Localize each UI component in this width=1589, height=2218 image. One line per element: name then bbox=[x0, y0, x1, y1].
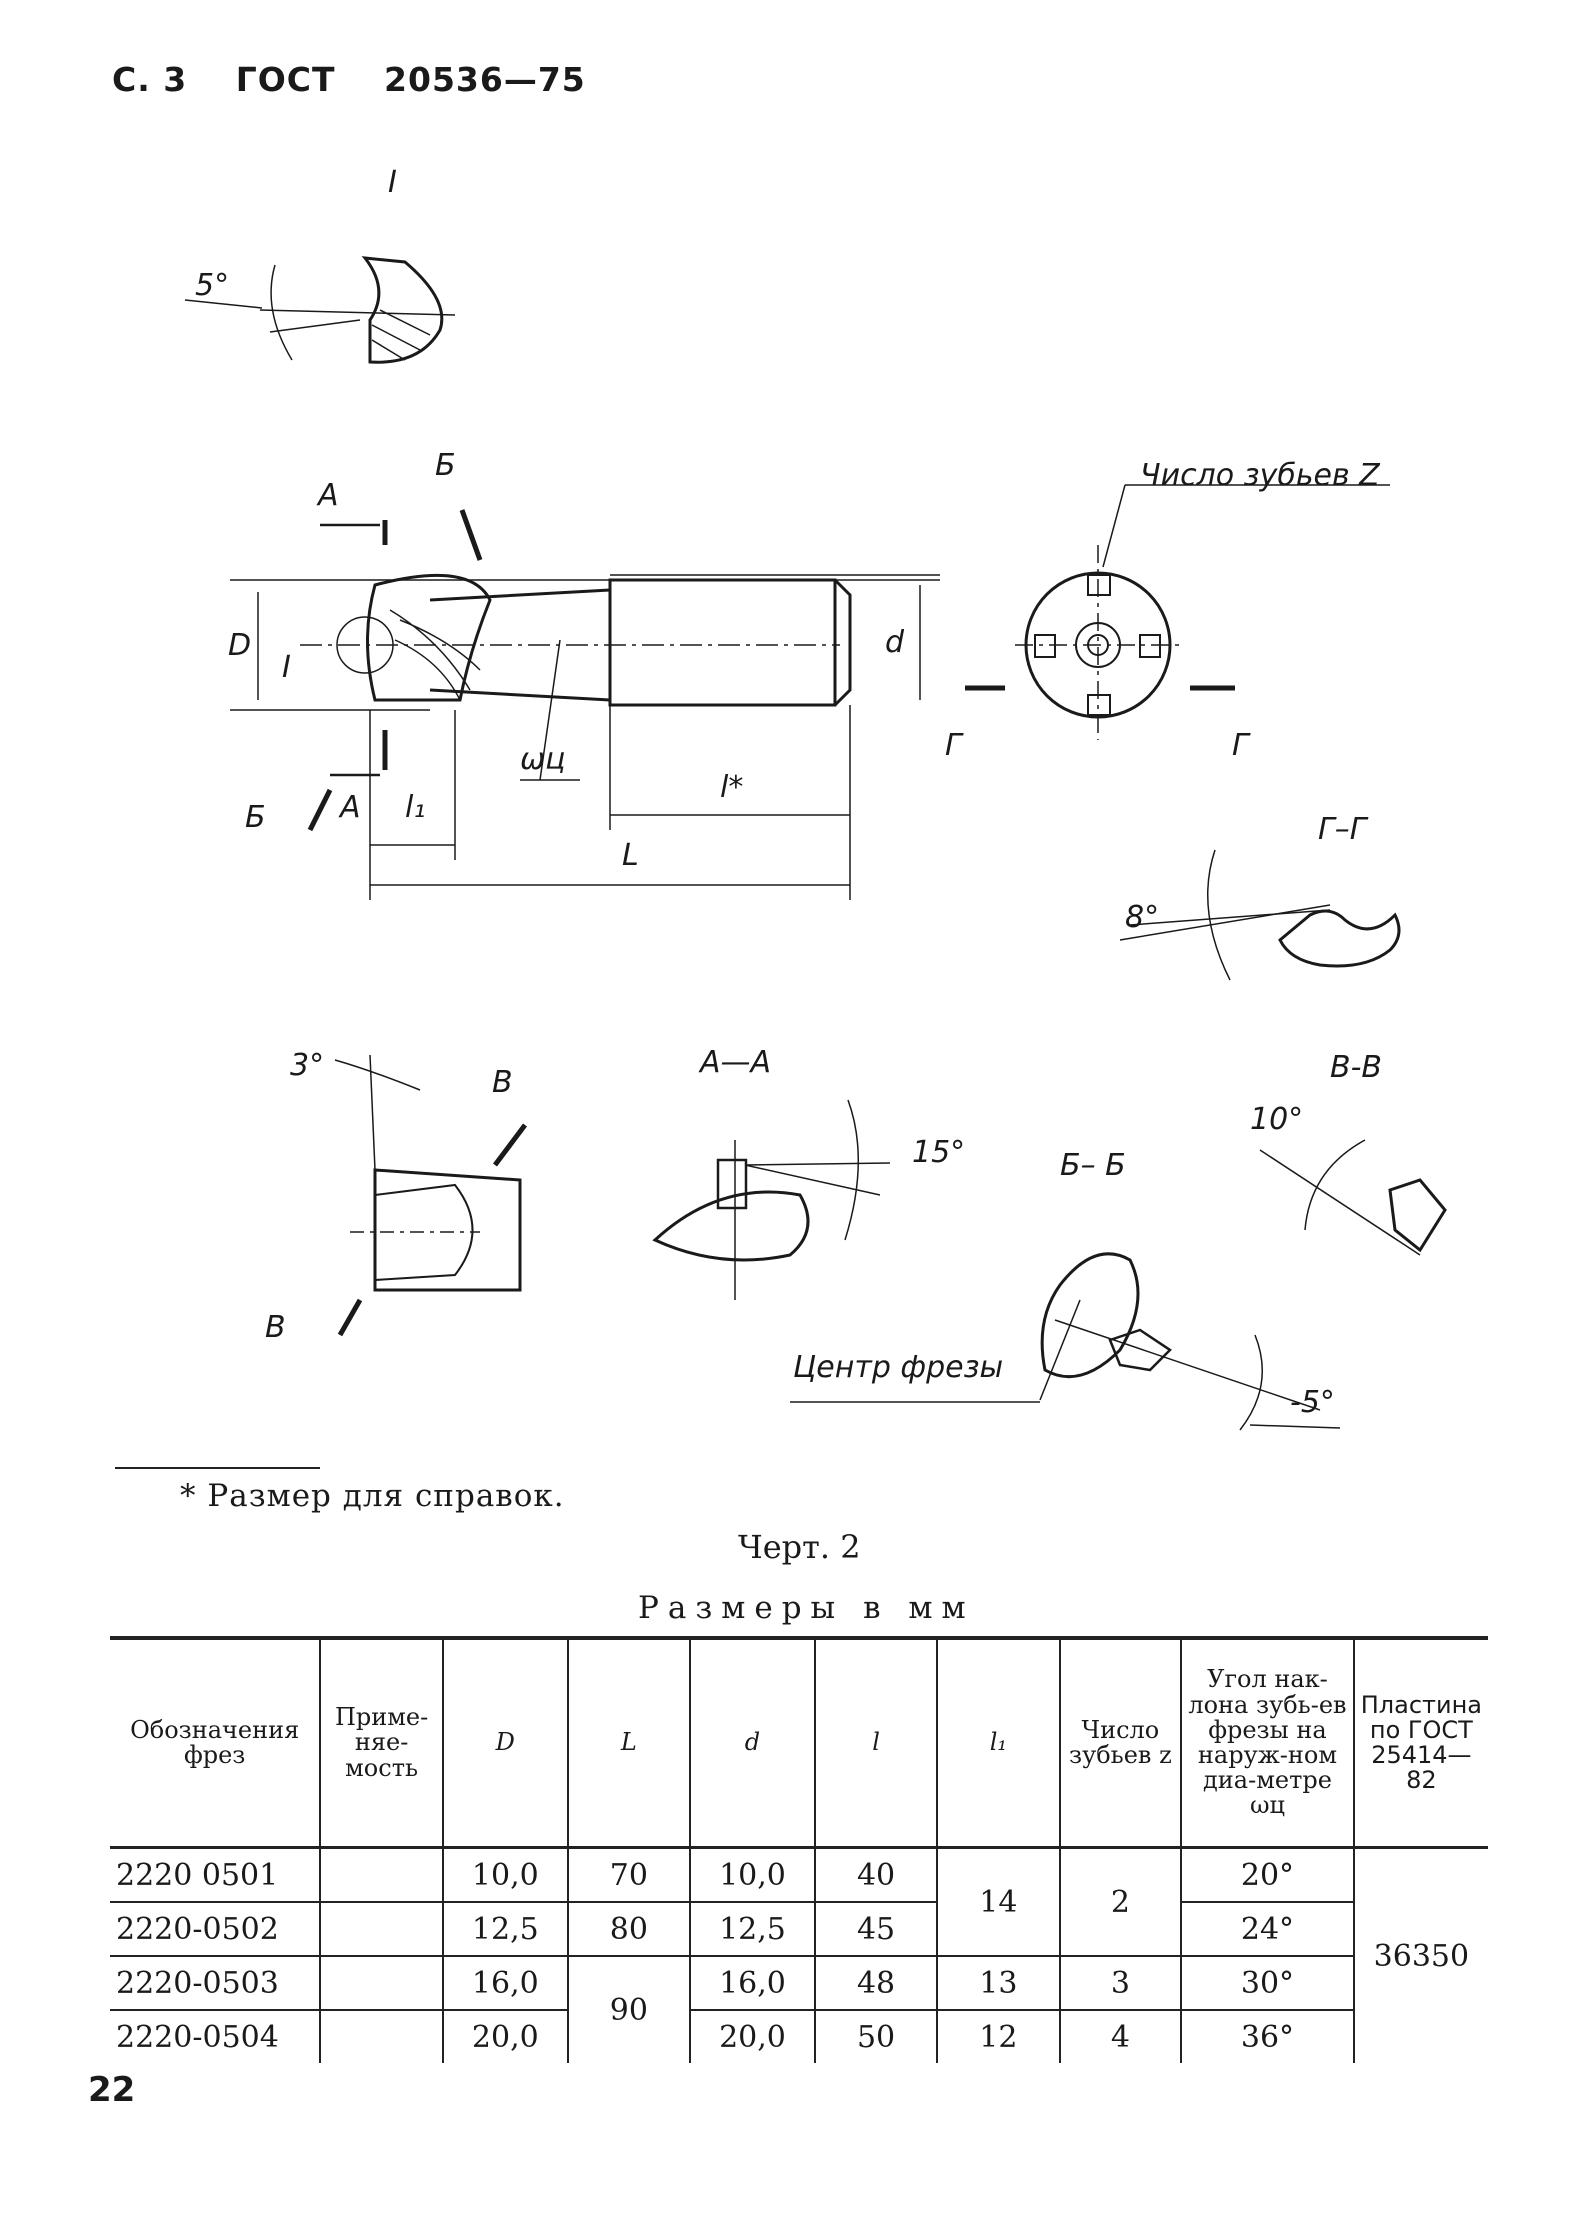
angle-3-label: 3° bbox=[290, 1048, 325, 1083]
angle-5-label: 5° bbox=[195, 268, 230, 303]
cell-plate: 36350 bbox=[1352, 1847, 1488, 2063]
header-plate: Пластина по ГОСТ 25414—82 bbox=[1352, 1638, 1488, 1848]
section-G-marker-left: Г bbox=[945, 728, 962, 763]
header-l: l bbox=[813, 1638, 938, 1848]
header-D: D bbox=[441, 1638, 568, 1848]
angle-15-label: 15° bbox=[912, 1135, 966, 1170]
section-V-marker-top: В bbox=[492, 1065, 513, 1100]
cell-l: 45 bbox=[813, 1902, 938, 1957]
section-A-marker-bottom: А bbox=[340, 790, 361, 825]
header-applicability: Приме-няе-мость bbox=[319, 1638, 443, 1848]
cell-teeth: 2 bbox=[1058, 1847, 1182, 1957]
cell-L: 90 bbox=[566, 1956, 691, 2063]
cell-applicability bbox=[319, 1956, 443, 2011]
units-caption: Размеры в мм bbox=[638, 1590, 975, 1626]
cell-D: 20,0 bbox=[441, 2010, 568, 2063]
section-AA-view bbox=[652, 1099, 891, 1300]
footnote: * Размер для справок. bbox=[180, 1478, 565, 1514]
table-row: 2220-0502 12,5 80 12,5 45 24° bbox=[110, 1902, 1488, 1957]
angle-minus5-label: -5° bbox=[1290, 1385, 1335, 1420]
view-GG-title: Г–Г bbox=[1318, 812, 1367, 847]
table-row: 2220-0503 16,0 90 16,0 48 13 3 30° bbox=[110, 1956, 1488, 2063]
cell-teeth: 3 bbox=[1058, 1956, 1182, 2011]
cutter-end-view bbox=[965, 484, 1390, 740]
table-header-row: Обозначения фрез Приме-няе-мость D L d l… bbox=[110, 1638, 1488, 1848]
cell-designation: 2220 0501 bbox=[110, 1847, 321, 1903]
header-designation: Обозначения фрез bbox=[130, 1715, 300, 1769]
dimension-L-label: L bbox=[622, 838, 639, 873]
section-V-marker-bottom: В bbox=[265, 1310, 286, 1345]
cell-angle: 20° bbox=[1180, 1847, 1354, 1903]
page-ref: С. 3 bbox=[112, 60, 188, 99]
view-BB-title: Б– Б bbox=[1060, 1148, 1126, 1183]
dimension-l1-label: l₁ bbox=[405, 790, 426, 825]
view-AA-title: А—А bbox=[700, 1045, 772, 1080]
standard-number: 20536—75 bbox=[384, 60, 586, 99]
section-GG-view bbox=[1119, 849, 1401, 981]
cell-l1: 12 bbox=[936, 2010, 1060, 2063]
cell-designation: 2220-0504 bbox=[116, 2019, 279, 2055]
cell-l: 50 bbox=[813, 2010, 938, 2063]
technical-drawing bbox=[184, 256, 1447, 1431]
cell-l1: 13 bbox=[936, 1956, 1060, 2011]
detail-I-small-label: I bbox=[282, 650, 291, 685]
angle-8-label: 8° bbox=[1125, 900, 1160, 935]
cutter-side-view bbox=[230, 509, 940, 900]
cell-d: 12,5 bbox=[689, 1902, 815, 1957]
section-G-marker-right: Г bbox=[1232, 728, 1249, 763]
section-B-marker-top: Б bbox=[435, 448, 456, 483]
cell-angle: 36° bbox=[1180, 2010, 1354, 2063]
page-number: 22 bbox=[88, 2070, 136, 2110]
cell-applicability bbox=[319, 1902, 443, 1957]
cell-d: 16,0 bbox=[689, 1956, 815, 2011]
cell-l: 48 bbox=[813, 1956, 938, 2011]
cell-d: 20,0 bbox=[689, 2010, 815, 2063]
dimensions-table: Обозначения фрез Приме-няе-мость D L d l… bbox=[110, 1636, 1488, 2063]
header-L: L bbox=[566, 1638, 691, 1848]
section-BB-view bbox=[790, 1252, 1341, 1431]
header-l1: l₁ bbox=[936, 1638, 1060, 1848]
detail-I-view bbox=[184, 256, 456, 364]
cell-d: 10,0 bbox=[689, 1847, 815, 1903]
page-header: С. 3 ГОСТ 20536—75 bbox=[112, 60, 622, 99]
cell-designation: 2220-0502 bbox=[110, 1902, 321, 1957]
omega-label: ωц bbox=[520, 742, 566, 777]
cell-l1: 14 bbox=[936, 1847, 1060, 1957]
header-teeth: Число зубьев z bbox=[1058, 1638, 1182, 1848]
cell-D: 12,5 bbox=[441, 1902, 568, 1957]
cell-D: 16,0 bbox=[441, 1956, 568, 2011]
cell-applicability bbox=[319, 2010, 443, 2063]
cell-l: 40 bbox=[813, 1847, 938, 1903]
table-row: 2220-0504 20,0 20,0 50 12 4 36° bbox=[110, 2010, 1488, 2063]
table-row: 2220 0501 10,0 70 10,0 40 14 2 20° 36350 bbox=[110, 1847, 1488, 2063]
standard-label: ГОСТ bbox=[235, 60, 336, 99]
cell-teeth: 4 bbox=[1058, 2010, 1182, 2063]
angle-10-label: 10° bbox=[1250, 1102, 1304, 1137]
view-VV-title: В-В bbox=[1330, 1050, 1382, 1085]
header-d: d bbox=[689, 1638, 815, 1848]
detail-I-label: I bbox=[388, 165, 397, 200]
cell-applicability bbox=[319, 1847, 443, 1903]
footnote-divider bbox=[115, 1467, 320, 1469]
section-A-marker-top: А bbox=[318, 478, 339, 513]
teeth-count-label: Число зубьев Z bbox=[1140, 458, 1380, 493]
angle-section-view bbox=[334, 1054, 527, 1337]
dimension-d-label: d bbox=[885, 625, 905, 660]
header-angle: Угол нак-лона зубь-ев фрезы на наруж-ном… bbox=[1180, 1638, 1354, 1848]
cutter-center-label: Центр фрезы bbox=[793, 1350, 1004, 1385]
cell-L: 70 bbox=[566, 1847, 691, 1903]
section-VV-view bbox=[1259, 1139, 1447, 1256]
cell-angle: 24° bbox=[1180, 1902, 1354, 1957]
cell-D: 10,0 bbox=[441, 1847, 568, 1903]
cell-angle: 30° bbox=[1180, 1956, 1354, 2011]
section-B-marker-bottom: Б bbox=[245, 800, 266, 835]
figure-caption: Черт. 2 bbox=[738, 1528, 861, 1566]
dimension-D-label: D bbox=[228, 628, 252, 663]
cell-L: 80 bbox=[566, 1902, 691, 1957]
cell-designation: 2220-0503 bbox=[110, 1956, 321, 2011]
dimension-l-star-label: l* bbox=[720, 770, 744, 805]
